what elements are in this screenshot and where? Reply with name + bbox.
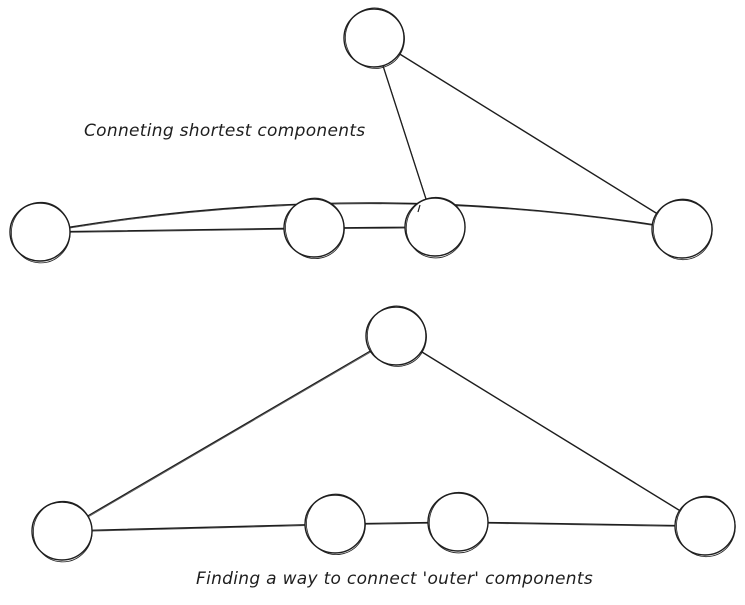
- top-diagram-caption: Conneting shortest components: [84, 121, 366, 141]
- edge-top-node-far-left-to-top-node-far-right-shadow: [69, 203, 654, 229]
- edge-top-node-far-left-to-top-node-far-right: [68, 202, 653, 228]
- edge-top-node-peak-to-top-node-mid-right-shadow: [383, 67, 427, 200]
- top-node-mid-left: [283, 197, 345, 259]
- top-node-peak-circle: [343, 8, 405, 68]
- edge-bottom-node-peak-to-bottom-node-far-right: [420, 351, 681, 511]
- top-node-mid-left-circle: [283, 198, 345, 258]
- bottom-node-far-right: [674, 495, 736, 558]
- top-node-mid-right-circle-sketch: [405, 196, 466, 259]
- edge-bottom-node-mid-left-to-bottom-node-mid-right-shadow: [365, 523, 429, 525]
- top-node-mid-right-circle: [404, 197, 466, 257]
- top-node-peak: [343, 7, 405, 69]
- top-node-far-left-circle-sketch: [10, 201, 71, 264]
- edge-bottom-node-mid-left-to-bottom-node-mid-right: [364, 521, 429, 525]
- edge-bottom-node-peak-to-bottom-node-far-right-shadow: [421, 352, 681, 512]
- bottom-node-peak: [365, 305, 427, 367]
- edge-overdraw-mark: [417, 204, 421, 213]
- edge-top-node-far-left-to-top-node-mid-left: [69, 227, 285, 233]
- edge-top-node-peak-to-top-node-far-right-shadow: [399, 54, 658, 215]
- top-node-far-left: [9, 201, 71, 264]
- bottom-diagram-caption: Finding a way to connect 'outer' compone…: [196, 569, 593, 589]
- top-node-far-right: [651, 198, 713, 261]
- bottom-node-mid-left-circle: [304, 494, 366, 554]
- bottom-node-peak-circle: [365, 306, 427, 366]
- edge-bottom-node-far-left-to-bottom-node-mid-left-shadow: [92, 525, 306, 532]
- top-node-peak-circle-sketch: [345, 7, 405, 69]
- edge-bottom-node-peak-to-bottom-node-far-left-shadow: [88, 351, 372, 518]
- edge-top-node-peak-to-top-node-far-right: [398, 53, 658, 214]
- edge-top-node-mid-left-to-top-node-mid-right-shadow: [344, 227, 406, 230]
- bottom-node-mid-left-circle-sketch: [306, 493, 366, 555]
- top-node-far-right-circle-sketch: [653, 198, 713, 261]
- bottom-node-mid-right-circle-sketch: [428, 491, 489, 554]
- top-node-mid-left-circle-sketch: [285, 197, 345, 259]
- edge-top-node-far-left-to-top-node-mid-left-shadow: [70, 228, 285, 233]
- bottom-node-far-right-circle-sketch: [676, 495, 736, 558]
- bottom-node-mid-right-circle: [427, 492, 489, 552]
- bottom-node-far-left-circle-sketch: [32, 500, 93, 563]
- edge-top-node-mid-left-to-top-node-mid-right: [343, 226, 406, 229]
- bottom-node-far-left: [31, 500, 93, 563]
- edge-bottom-node-mid-right-to-bottom-node-far-right-shadow: [488, 523, 676, 527]
- edge-bottom-node-mid-right-to-bottom-node-far-right: [487, 521, 676, 527]
- top-node-mid-right: [404, 196, 466, 259]
- nodes-layer: [9, 7, 736, 563]
- bottom-node-mid-left: [304, 493, 366, 555]
- bottom-node-mid-right: [427, 491, 489, 554]
- bottom-node-peak-circle-sketch: [367, 305, 427, 367]
- edge-bottom-node-peak-to-bottom-node-far-left: [87, 350, 371, 517]
- edge-bottom-node-far-left-to-bottom-node-mid-left: [91, 524, 306, 531]
- edges-layer: [68, 53, 681, 532]
